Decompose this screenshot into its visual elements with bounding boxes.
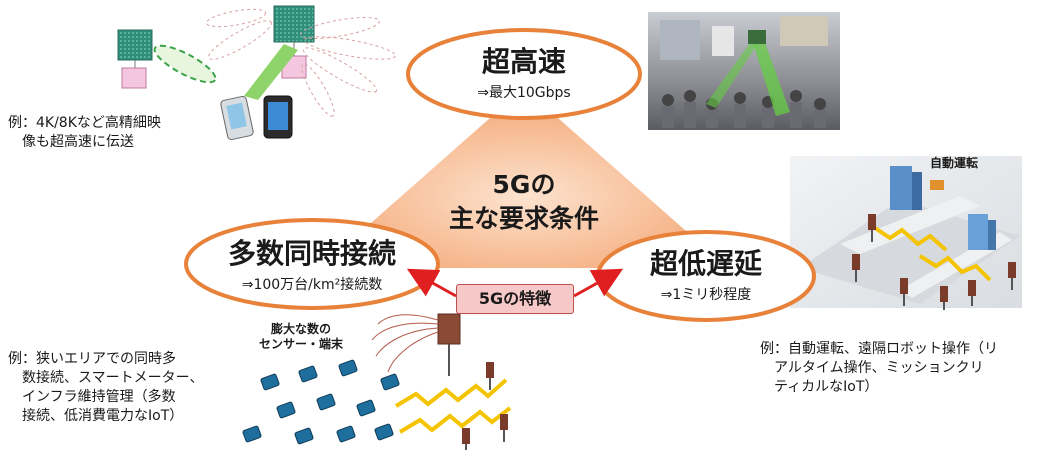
sensor-pole-icon — [852, 214, 1016, 310]
example-top-left: 例：4K/8Kなど高精細映 像も超高速に伝送 — [8, 115, 161, 150]
center-triangle — [320, 88, 728, 268]
autonomous-city-illustration — [790, 156, 1022, 310]
left-oval-subtitle: ⇒100万台/km²接続数 — [241, 277, 383, 293]
beam-green — [244, 44, 298, 100]
left-oval-title: 多数同時接続 — [227, 237, 396, 270]
antenna-panel-bottom — [437, 313, 461, 345]
top-oval-subtitle: ⇒最大10Gbps — [477, 85, 571, 101]
sensors-label-line1: 膨大な数の — [270, 322, 331, 336]
center-title-line1: 5Gの — [492, 170, 556, 199]
arrow-right — [573, 268, 624, 298]
building-icon — [890, 166, 912, 210]
crowd-photo — [648, 12, 840, 130]
antenna-panel-left — [117, 29, 153, 61]
device-icon — [242, 359, 400, 445]
sensors-label-line2: センサー・端末 — [258, 337, 343, 351]
example-bottom-right: 例：自動運転、遠隔ロボット操作（リ アルタイム操作、ミッションクリ ティカルなI… — [760, 341, 998, 395]
building-icon — [968, 214, 988, 250]
features-badge: 5Gの特徴 — [456, 284, 574, 314]
sensors-label: 膨大な数の センサー・端末 — [236, 322, 366, 352]
autonomous-label: 自動運転 — [930, 156, 979, 170]
right-oval-title: 超低遅延 — [649, 247, 762, 280]
antenna-base-left — [121, 67, 147, 89]
center-title: 5Gの 主な要求条件 — [404, 168, 644, 236]
antenna-panel-right — [273, 5, 315, 43]
sensor-field-illustration — [242, 313, 512, 450]
arrow-left — [406, 268, 457, 298]
center-title-line2: 主な要求条件 — [448, 204, 599, 233]
example-bottom-left: 例：狭いエリアでの同時多 数接続、スマートメーター、 インフラ維持管理（多数 接… — [8, 351, 204, 424]
base-station-illustration — [117, 5, 396, 141]
oval-left — [184, 218, 440, 310]
sensor-pole-icon — [462, 362, 508, 450]
top-oval-title: 超高速 — [481, 45, 566, 78]
beam-dashed — [153, 44, 217, 84]
oval-top — [406, 28, 642, 120]
right-oval-subtitle: ⇒1ミリ秒程度 — [660, 287, 752, 303]
